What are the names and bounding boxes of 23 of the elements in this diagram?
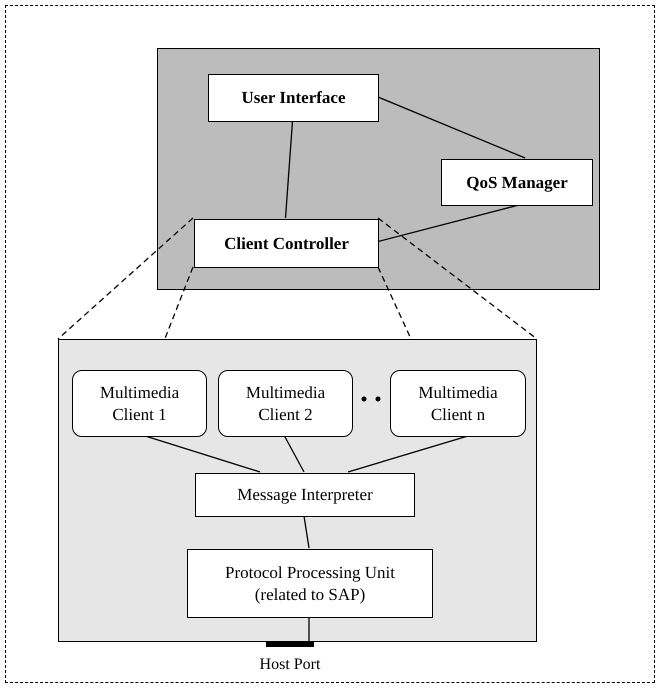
connector-line [284,120,294,218]
component-box: User Interface [208,74,379,122]
connector-line [284,436,305,472]
connector-line [348,435,468,473]
component-box: Client Controller [194,219,379,268]
component-box: QoS Manager [441,159,593,206]
dashed-zoom-line [377,266,412,340]
connector-line [308,617,310,642]
shaded-panel [157,48,600,290]
dotted-panel [58,339,537,642]
connector-line [378,96,526,159]
component-box: Protocol Processing Unit (related to SAP) [187,549,433,618]
connector-line [303,516,310,548]
client-box: Multimedia Client 1 [72,370,207,437]
dashed-zoom-line [164,266,194,340]
connector-line [145,435,260,473]
port-label: Host Port [260,657,320,673]
dashed-zoom-line [58,218,194,340]
connector-line [378,204,520,242]
client-box: Multimedia Client 2 [218,370,353,437]
component-box: Message Interpreter [195,473,415,517]
client-box: Multimedia Client n [390,370,526,437]
dashed-zoom-line [378,217,538,340]
